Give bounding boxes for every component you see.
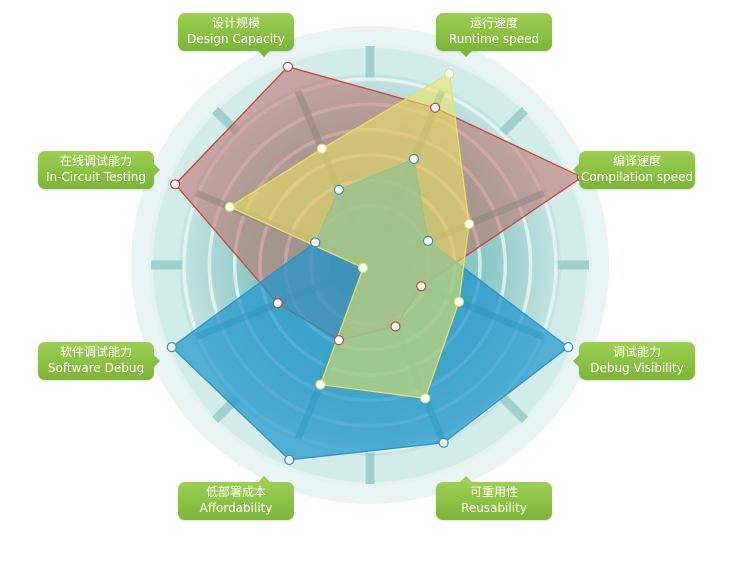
data-point-series-0	[333, 335, 344, 346]
axis-label-runtime-speed-zh: 运行速度	[469, 16, 518, 30]
data-point-series-2	[166, 342, 177, 353]
data-point-series-2	[333, 184, 344, 195]
axis-label-reusability-zh: 可重用性	[469, 485, 518, 499]
data-point-series-2	[563, 342, 574, 353]
data-point-series-1	[224, 201, 235, 213]
axis-label-debug-visibility-zh: 调试能力	[612, 345, 661, 359]
data-point-series-0	[282, 61, 293, 72]
axis-label-runtime-speed-en: Runtime speed	[448, 32, 540, 46]
data-point-series-1	[316, 143, 327, 154]
axis-label-compilation-speed: 编译速度 Compilation speed	[573, 151, 695, 189]
data-point-series-2	[423, 235, 434, 247]
axis-label-compilation-speed-zh: 编译速度	[612, 154, 661, 168]
axis-label-debug-visibility-en: Debug Visibility	[590, 361, 684, 375]
label-pointer	[573, 355, 579, 367]
label-pointer	[460, 476, 472, 482]
axis-label-software-debug: 软件调试能力 Software Debug	[38, 342, 160, 380]
axis-label-reusability: 可重用性 Reusability	[436, 476, 552, 520]
data-point-series-0	[390, 321, 401, 332]
data-point-series-2	[284, 454, 295, 465]
data-point-series-1	[420, 393, 431, 404]
radar-band-divider	[498, 393, 529, 424]
data-point-series-0	[170, 179, 181, 190]
data-point-series-1	[315, 379, 326, 390]
data-point-series-2	[310, 237, 321, 248]
data-point-series-0	[272, 298, 283, 309]
label-pointer	[154, 355, 160, 367]
axis-label-affordability: 低部署成本 Affordability	[178, 476, 294, 520]
radar-band-divider	[498, 106, 529, 137]
axis-label-software-debug-en: Software Debug	[47, 361, 145, 375]
axis-label-design-capacity-zh: 设计规模	[211, 16, 260, 30]
axis-label-compilation-speed-en: Compilation speed	[580, 170, 694, 184]
label-pointer	[460, 51, 472, 57]
axis-label-design-capacity: 设计规模 Design Capacity	[178, 13, 294, 57]
label-pointer	[258, 51, 270, 57]
axis-label-in-circuit-testing: 在线调试能力 In-Circuit Testing	[38, 151, 160, 189]
data-point-series-2	[438, 437, 449, 448]
data-point-series-1	[358, 262, 369, 273]
data-point-series-2	[408, 153, 419, 165]
data-point-series-1	[444, 68, 455, 79]
label-pointer	[258, 476, 270, 482]
axis-label-in-circuit-testing-en: In-Circuit Testing	[45, 170, 147, 184]
data-point-series-0	[416, 281, 427, 292]
data-point-series-1	[464, 218, 475, 230]
axis-label-affordability-en: Affordability	[199, 501, 273, 515]
axis-label-reusability-en: Reusability	[461, 501, 527, 515]
axis-label-in-circuit-testing-zh: 在线调试能力	[59, 154, 132, 168]
label-pointer	[154, 164, 160, 176]
axis-label-affordability-zh: 低部署成本	[205, 485, 266, 499]
label-pointer	[573, 164, 579, 176]
data-point-series-1	[453, 296, 464, 307]
axis-label-debug-visibility: 调试能力 Debug Visibility	[573, 342, 695, 380]
data-point-series-0	[430, 102, 441, 113]
axis-label-runtime-speed: 运行速度 Runtime speed	[436, 13, 552, 57]
axis-label-software-debug-zh: 软件调试能力	[59, 345, 132, 359]
axis-label-design-capacity-en: Design Capacity	[187, 32, 285, 46]
